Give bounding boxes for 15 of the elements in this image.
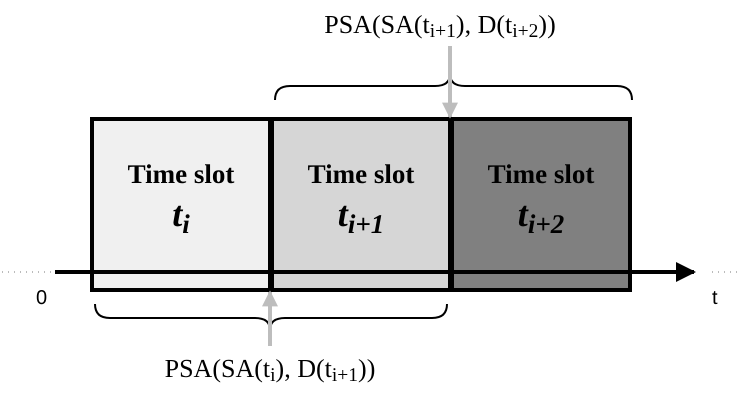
formula-text: PSA(SA(t$_{i}$), D(t$_{i+1}$)) — [164, 352, 376, 388]
slot-index: t$_{i+1}$ — [338, 193, 384, 237]
slot-index: t$_{i+2}$ — [518, 193, 564, 237]
time-slot-box — [90, 117, 272, 292]
slot-index: t$_{i}$ — [172, 193, 190, 237]
formula-text: PSA(SA(t$_{i+1}$), D(t$_{i+2}$)) — [324, 8, 556, 44]
time-slot-box — [270, 117, 452, 292]
slot-title: Time slot — [488, 158, 594, 191]
axis-label: 0 — [36, 286, 48, 310]
time-slot-box — [450, 117, 632, 292]
arrow — [262, 290, 278, 346]
slot-title: Time slot — [308, 158, 414, 191]
slot-title: Time slot — [128, 158, 234, 191]
arrow — [442, 46, 458, 119]
axis-label: t — [712, 286, 718, 310]
